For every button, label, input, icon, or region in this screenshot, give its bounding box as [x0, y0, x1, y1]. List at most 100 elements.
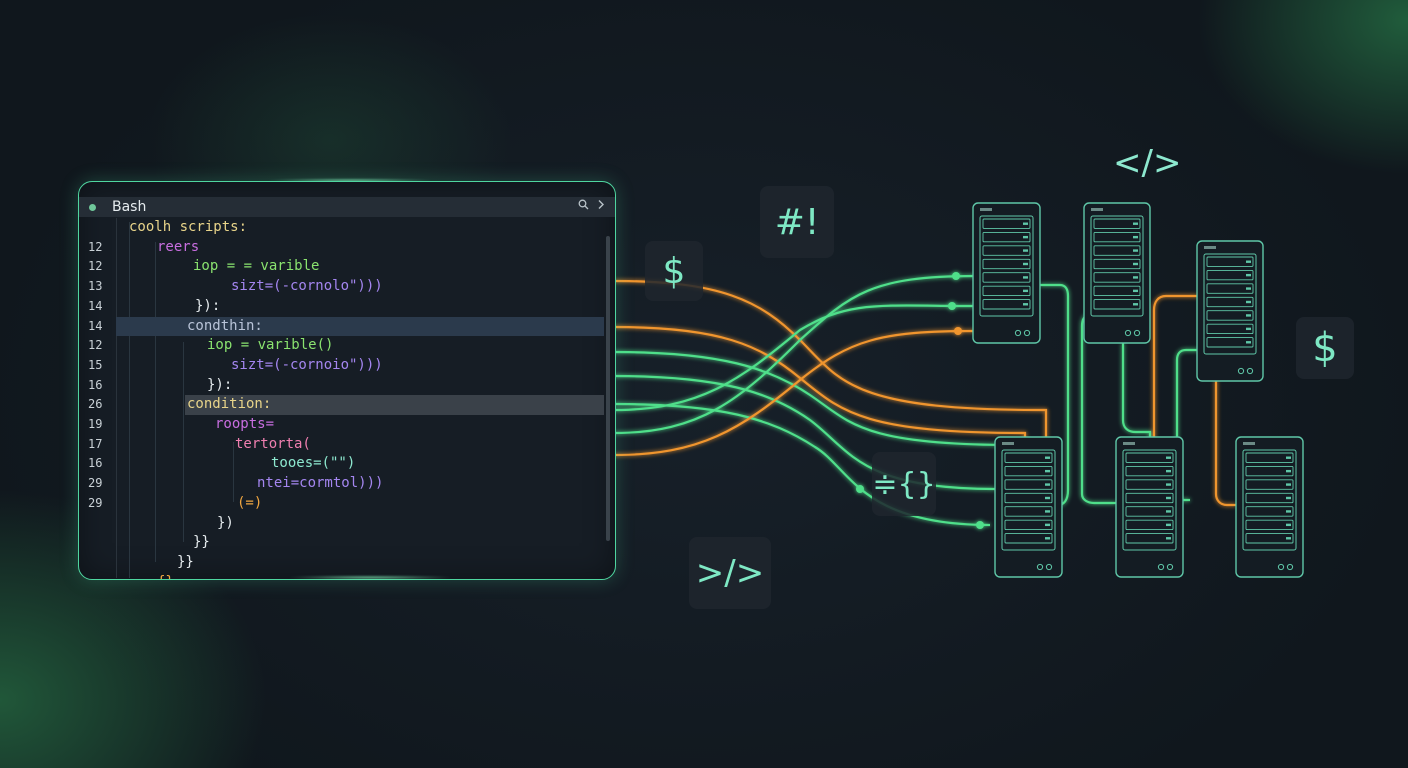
indent-guide: [155, 242, 156, 562]
line-number: 16: [88, 456, 103, 471]
line-number: 12: [88, 338, 103, 353]
search-icon[interactable]: [578, 199, 589, 213]
line-number: 29: [88, 495, 103, 510]
wire-node: [954, 327, 962, 335]
brace-icon: ≑{}: [872, 466, 936, 502]
connection-wire: [1214, 380, 1236, 507]
shebang-tile: #!: [760, 186, 834, 258]
line-number: 13: [88, 279, 103, 294]
dollar-icon: $: [1312, 325, 1338, 371]
line-number: 26: [88, 397, 103, 412]
shebang-icon: #!: [774, 201, 820, 243]
code-line[interactable]: 26 condition:: [88, 395, 604, 415]
code-line[interactable]: 17 tertorta(: [79, 435, 607, 455]
code-editor-window[interactable]: Bash coolh scripts: 12 reers 12 iop = = vari…: [78, 181, 616, 580]
code-line[interactable]: }): [79, 514, 607, 534]
connection-wire: [1121, 343, 1152, 440]
server-rack-icon: [1115, 436, 1184, 578]
line-number: 17: [88, 436, 103, 451]
code-text: sizt=(-cornolo"))): [231, 278, 383, 295]
line-number: 12: [88, 259, 103, 274]
indent-guide: [129, 222, 130, 578]
code-text: }): [217, 514, 234, 531]
line-number: 15: [88, 357, 103, 372]
indent-guide: [183, 342, 184, 542]
code-text: condthin:: [187, 317, 263, 334]
code-line[interactable]: {}: [79, 573, 607, 579]
code-line[interactable]: 12 iop = varible(): [79, 336, 607, 356]
line-number: 16: [88, 377, 103, 392]
server-rack-icon: [1196, 240, 1264, 382]
editor-scrollbar[interactable]: [606, 236, 610, 541]
dollar-tile-right: $: [1296, 317, 1354, 379]
code-line[interactable]: 14}):: [79, 297, 607, 317]
code-text: coolh scripts:: [129, 219, 248, 235]
code-line[interactable]: 16}):: [79, 376, 607, 396]
code-text: tertorta(: [235, 435, 311, 452]
connection-wire: [613, 374, 996, 491]
code-line[interactable]: 12 reers: [79, 238, 607, 258]
code-line[interactable]: 29 ntei=cormtol))): [79, 474, 607, 494]
code-text: roopts=: [215, 416, 275, 432]
code-text: ntei=cormtol))): [257, 475, 384, 492]
status-dot-icon: [89, 203, 96, 211]
connection-wire: [1152, 294, 1198, 440]
chevron-right-icon[interactable]: [597, 199, 605, 213]
connection-wire: [613, 325, 1027, 445]
code-text: (=): [237, 494, 263, 511]
editor-titlebar: Bash: [79, 197, 615, 217]
wire-node: [976, 521, 984, 529]
brace-tile: ≑{}: [872, 452, 936, 516]
editor-top-glow: [270, 179, 430, 182]
code-text: sizt=(-cornoio"))): [231, 356, 383, 373]
code-text: }}: [193, 534, 210, 551]
code-text: }):: [195, 297, 221, 314]
line-number: 12: [88, 239, 103, 254]
code-text: reers: [157, 238, 200, 255]
dollar-icon: $: [662, 250, 686, 292]
close-tag-icon-top: </>: [1113, 143, 1182, 183]
line-number: 14: [88, 318, 103, 333]
editor-bottom-glow: [290, 576, 450, 579]
wire-node: [856, 485, 864, 493]
wire-node: [952, 272, 960, 280]
connection-wire: [1040, 283, 1070, 507]
server-rack-icon: [1083, 202, 1151, 344]
code-line[interactable]: 19 roopts=: [79, 415, 607, 435]
code-line[interactable]: 12 iop = = varible: [79, 257, 607, 277]
code-line[interactable]: 29 (=): [79, 494, 607, 514]
dollar-tile: $: [645, 241, 703, 301]
gutter-divider: [116, 218, 117, 578]
server-rack-icon: [972, 202, 1041, 344]
connection-wire: [613, 329, 976, 457]
connection-wire: [613, 279, 1048, 440]
code-line[interactable]: 13 sizt=(-cornolo"))): [79, 277, 607, 297]
code-text: condition:: [187, 396, 272, 413]
code-line[interactable]: coolh scripts:: [79, 218, 607, 238]
code-text: }}: [177, 553, 194, 570]
server-rack-icon: [1235, 436, 1304, 578]
connection-wire: [613, 274, 976, 435]
server-rack-icon: [994, 436, 1063, 578]
code-line[interactable]: }}: [79, 553, 607, 573]
editor-title: Bash: [112, 199, 147, 215]
code-line[interactable]: 15 sizt=(-cornoio"))): [79, 356, 607, 376]
code-text: }):: [207, 376, 233, 393]
line-number: 14: [88, 298, 103, 313]
code-line[interactable]: }}: [79, 533, 607, 553]
code-text: {}: [157, 573, 174, 579]
connection-wire: [613, 304, 976, 412]
line-number: 29: [88, 476, 103, 491]
indent-guide: [233, 442, 234, 502]
close-tag-icon: >/>: [695, 553, 765, 593]
connection-wire: [1175, 348, 1198, 502]
code-line[interactable]: 16 tooes=(""): [79, 454, 607, 474]
code-text: iop = varible(): [207, 337, 334, 354]
code-line[interactable]: 14 condthin:: [88, 316, 604, 337]
connection-wire: [613, 350, 1016, 447]
close-tag-tile-bottom: >/>: [689, 537, 771, 609]
code-text: iop = = varible: [193, 258, 320, 275]
code-text: tooes=(""): [271, 455, 356, 472]
line-number: 19: [88, 417, 103, 431]
